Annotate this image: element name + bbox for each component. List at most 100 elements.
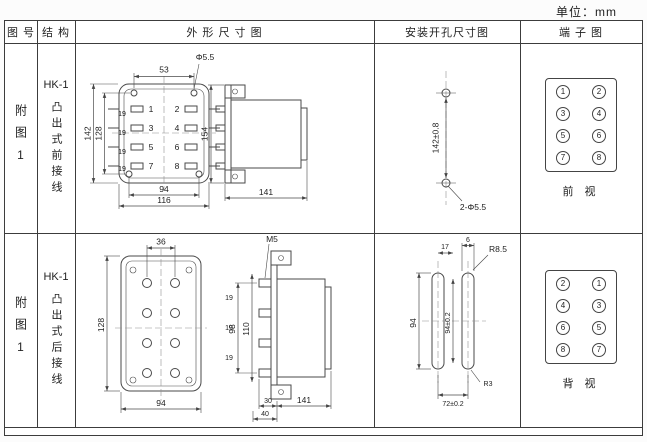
terminal-circle: 3 bbox=[556, 106, 570, 121]
dim-label: 19 bbox=[225, 295, 233, 302]
side-view-dimensions: 154 141 bbox=[200, 84, 308, 201]
pin-number: 6 bbox=[175, 142, 180, 152]
terminal-circle: 4 bbox=[592, 106, 606, 121]
view-label: 背 视 bbox=[562, 377, 600, 390]
dim-label: 141 bbox=[259, 187, 273, 197]
terminal-diagram-front: 1 2 3 4 5 6 7 8 前 视 bbox=[520, 43, 642, 233]
dim-label: R3 bbox=[484, 381, 493, 388]
dim-label: 19 bbox=[225, 355, 233, 362]
table-line bbox=[75, 21, 76, 427]
table-line bbox=[37, 21, 38, 427]
side-view-dimensions: M5 19 19 19 98 110 30 40 141 bbox=[225, 234, 332, 422]
table-line bbox=[5, 427, 642, 428]
dim-label: 2-Φ5.5 bbox=[460, 202, 486, 212]
install-dimensions: 142±0.8 2-Φ5.5 bbox=[431, 98, 486, 212]
dim-label: 94±0.2 bbox=[445, 312, 452, 333]
outline-drawing-rear-wiring: 36 128 94 M5 19 19 bbox=[96, 234, 332, 422]
dim-label: 19 bbox=[118, 149, 126, 156]
terminal-circle: 5 bbox=[592, 320, 606, 335]
fig-no-cell-row1: 附图1 bbox=[5, 43, 37, 233]
dim-label: 19 bbox=[118, 111, 126, 118]
rear-view-body bbox=[115, 249, 207, 401]
pin-number: 1 bbox=[149, 104, 154, 114]
col-header-outline: 外 形 尺 寸 图 bbox=[186, 27, 263, 39]
col-header-fig: 图 号 bbox=[6, 27, 36, 39]
structure-desc: 凸出式前接线 bbox=[50, 101, 62, 197]
dim-label: 94 bbox=[159, 184, 169, 194]
col-header-install: 安装开孔尺寸图 bbox=[405, 27, 489, 39]
pin-number: 2 bbox=[175, 104, 180, 114]
dim-label: 94 bbox=[156, 398, 166, 408]
terminal-circle: 7 bbox=[592, 342, 606, 357]
fig-no: 附图1 bbox=[13, 296, 28, 364]
terminal-box: 2 1 4 3 6 5 8 7 bbox=[545, 269, 617, 364]
dim-label: 6 bbox=[466, 237, 470, 244]
fig-no-cell-row2: 附图1 bbox=[5, 233, 37, 427]
dim-label: 30 bbox=[264, 398, 272, 405]
terminal-circle: 5 bbox=[556, 128, 570, 143]
dim-label: M5 bbox=[266, 234, 278, 244]
dim-label: 53 bbox=[159, 65, 169, 75]
model-label: HK-1 bbox=[43, 79, 69, 91]
install-slots bbox=[422, 261, 486, 383]
fig-no: 附图1 bbox=[13, 104, 28, 172]
model-label: HK-1 bbox=[43, 271, 69, 283]
terminal-circle: 2 bbox=[592, 84, 606, 99]
dim-label: R8.5 bbox=[489, 244, 507, 254]
front-view-body bbox=[112, 76, 216, 191]
view-label: 前 视 bbox=[562, 185, 600, 198]
table-line bbox=[5, 233, 642, 234]
dim-label: 128 bbox=[96, 318, 106, 332]
dim-label: 19 bbox=[225, 325, 233, 332]
dim-label: 141 bbox=[297, 395, 311, 405]
install-drawing-front-wiring: 142±0.8 2-Φ5.5 bbox=[431, 71, 486, 212]
terminal-circle: 1 bbox=[592, 276, 606, 291]
structure-desc: 凸出式后接线 bbox=[50, 293, 62, 389]
dim-label: 154 bbox=[200, 127, 210, 141]
terminal-circle: 6 bbox=[592, 128, 606, 143]
pin-number: 3 bbox=[149, 123, 154, 133]
terminal-circle: 7 bbox=[556, 150, 570, 165]
dim-label: 17 bbox=[441, 244, 449, 251]
side-view bbox=[215, 84, 308, 184]
dim-label: 142±0.8 bbox=[431, 122, 441, 153]
front-view-pins: 1 2 3 4 5 6 7 8 bbox=[108, 104, 220, 171]
dim-label: 40 bbox=[261, 411, 269, 418]
dim-label: 72±0.2 bbox=[442, 401, 463, 408]
col-header-structure: 结 构 bbox=[41, 27, 71, 39]
table-line bbox=[520, 21, 521, 427]
dim-label: 116 bbox=[157, 195, 171, 205]
dim-label: 110 bbox=[241, 322, 251, 336]
side-view bbox=[258, 250, 332, 400]
unit-label: 单位：mm bbox=[556, 5, 617, 19]
pin-number: 7 bbox=[149, 161, 154, 171]
dim-label: 142 bbox=[83, 126, 93, 140]
dim-label: 36 bbox=[156, 237, 166, 247]
dim-label: 128 bbox=[94, 126, 104, 140]
pin-number: 4 bbox=[175, 123, 180, 133]
structure-cell-row2: HK-1 凸出式后接线 bbox=[37, 233, 75, 427]
structure-cell-row1: HK-1 凸出式前接线 bbox=[37, 43, 75, 233]
outline-drawing-front-wiring: 1 2 3 4 5 6 7 8 53 Φ5.5 142 128 19 19 bbox=[83, 52, 308, 209]
terminal-diagram-rear: 2 1 4 3 6 5 8 7 背 视 bbox=[520, 233, 642, 427]
install-drawing-rear-wiring: 17 6 R8.5 94 94±0.2 72±0.2 R3 bbox=[408, 237, 507, 408]
table-line bbox=[5, 43, 642, 44]
front-view-dimensions: 53 Φ5.5 142 128 19 19 19 19 94 116 bbox=[83, 52, 215, 209]
terminal-circle: 3 bbox=[592, 298, 606, 313]
dim-label: Φ5.5 bbox=[196, 52, 215, 62]
terminal-circle: 8 bbox=[592, 150, 606, 165]
dim-label: 98 bbox=[227, 324, 237, 334]
terminal-circle: 4 bbox=[556, 298, 570, 313]
dim-label: 19 bbox=[118, 130, 126, 137]
pin-number: 5 bbox=[149, 142, 154, 152]
terminal-circle: 1 bbox=[556, 84, 570, 99]
spec-table: 图 号 结 构 外 形 尺 寸 图 安装开孔尺寸图 端 子 图 附图1 HK-1… bbox=[4, 20, 643, 436]
terminal-circle: 8 bbox=[556, 342, 570, 357]
terminal-circle: 6 bbox=[556, 320, 570, 335]
terminal-circle: 2 bbox=[556, 276, 570, 291]
dim-label: 94 bbox=[408, 318, 418, 328]
install-dimensions: 17 6 R8.5 94 94±0.2 72±0.2 R3 bbox=[408, 237, 507, 408]
table-line bbox=[374, 21, 375, 427]
rear-view-dimensions: 36 128 94 bbox=[96, 237, 202, 413]
dim-label: 19 bbox=[118, 166, 126, 173]
